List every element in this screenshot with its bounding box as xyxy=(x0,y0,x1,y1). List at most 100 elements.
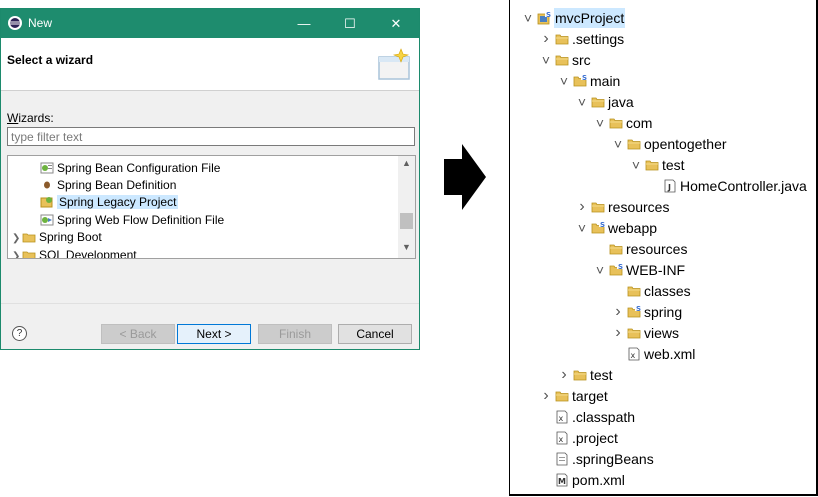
tree-item-label: WEB-INF xyxy=(626,262,686,278)
folder-icon xyxy=(627,328,641,339)
svg-text:S: S xyxy=(600,221,605,229)
wizard-category-spring-boot[interactable]: ❯ Spring Boot xyxy=(12,229,102,246)
wizard-item-spring-web-flow[interactable]: Spring Web Flow Definition File xyxy=(40,212,224,229)
chevron-down-icon[interactable]: ˅ xyxy=(631,157,641,173)
svg-text:S: S xyxy=(582,74,587,82)
tree-item[interactable]: ˅ java xyxy=(510,92,810,112)
wizard-item-label: Spring Boot xyxy=(39,230,102,244)
wizard-list-scrollbar[interactable]: ▲ ▼ xyxy=(398,156,415,258)
cancel-button[interactable]: Cancel xyxy=(338,324,412,344)
chevron-right-icon[interactable]: › xyxy=(615,303,621,320)
chevron-down-icon[interactable]: ˅ xyxy=(595,262,605,278)
dialog-title: New xyxy=(28,16,53,30)
tree-item[interactable]: x.classpath xyxy=(510,407,810,427)
tree-item-label: views xyxy=(644,325,680,341)
folder-icon xyxy=(645,160,659,171)
tree-item-label: webapp xyxy=(608,220,658,236)
wizards-label: Wizards: xyxy=(7,111,54,125)
tree-item-label: .springBeans xyxy=(572,451,654,467)
wizard-category-sql-development[interactable]: ❯ SQL Development xyxy=(12,247,137,259)
chevron-down-icon[interactable]: ˅ xyxy=(595,115,605,131)
scroll-down-icon[interactable]: ▼ xyxy=(402,242,411,252)
close-button[interactable]: ✕ xyxy=(390,16,402,31)
scroll-up-icon[interactable]: ▲ xyxy=(402,158,411,168)
file-icon xyxy=(556,452,568,466)
chevron-down-icon[interactable]: ˅ xyxy=(523,10,533,26)
dialog-titlebar[interactable]: New — ☐ ✕ xyxy=(1,9,419,38)
scroll-thumb[interactable] xyxy=(400,213,413,229)
tree-item-label: test xyxy=(590,367,613,383)
spring-project-icon xyxy=(40,197,53,208)
chevron-down-icon[interactable]: ˅ xyxy=(577,220,587,236)
wizard-item-spring-legacy-project[interactable]: Spring Legacy Project xyxy=(40,194,179,211)
chevron-right-icon[interactable]: › xyxy=(543,30,549,47)
spring-folder-icon: S xyxy=(573,74,587,87)
spring-folder-icon: S xyxy=(609,263,623,276)
svg-text:x: x xyxy=(631,351,636,360)
next-button[interactable]: Next > xyxy=(177,324,251,344)
webflow-icon xyxy=(40,214,54,226)
svg-text:x: x xyxy=(559,414,564,423)
help-icon[interactable]: ? xyxy=(12,326,27,341)
folder-icon xyxy=(573,370,587,381)
chevron-right-icon[interactable]: › xyxy=(579,198,585,215)
tree-item-label: .project xyxy=(572,430,618,446)
wizard-item-label: Spring Bean Configuration File xyxy=(57,161,221,175)
wizard-item-label: SQL Development xyxy=(39,248,137,259)
tree-item[interactable]: ˅com xyxy=(510,113,810,133)
finish-button[interactable]: Finish xyxy=(258,324,332,344)
tree-item[interactable]: .springBeans xyxy=(510,449,810,469)
chevron-down-icon[interactable]: ˅ xyxy=(577,94,587,110)
minimize-button[interactable]: — xyxy=(297,16,311,31)
folder-icon xyxy=(555,391,569,402)
xml-file-icon: x xyxy=(628,347,640,361)
tree-item-label: test xyxy=(662,157,685,173)
folder-icon xyxy=(627,286,641,297)
tree-item-label: main xyxy=(590,73,621,89)
wizard-item-label: Spring Legacy Project xyxy=(57,195,179,209)
wizards-label-text: izards: xyxy=(18,111,54,125)
tree-item[interactable]: › test xyxy=(510,365,810,385)
tree-item[interactable]: resources xyxy=(510,239,810,259)
folder-icon xyxy=(22,233,36,243)
tree-item[interactable]: classes xyxy=(510,281,810,301)
wizards-label-mnemonic: W xyxy=(7,111,19,125)
chevron-down-icon[interactable]: ˅ xyxy=(613,136,623,152)
wizard-header: Select a wizard xyxy=(1,38,419,91)
back-button[interactable]: < Back xyxy=(101,324,175,344)
tree-item[interactable]: ˅ src xyxy=(510,50,810,70)
wizard-item-spring-bean-definition[interactable]: Spring Bean Definition xyxy=(40,177,176,194)
tree-item[interactable]: ›target xyxy=(510,386,810,406)
tree-item[interactable]: ˅ test xyxy=(510,155,810,175)
wizard-list[interactable]: Spring Bean Configuration File Spring Be… xyxy=(7,155,416,259)
tree-item[interactable]: ›resources xyxy=(510,197,810,217)
tree-item[interactable]: ˅opentogether xyxy=(510,134,810,154)
maximize-button[interactable]: ☐ xyxy=(344,16,356,31)
chevron-right-icon[interactable]: › xyxy=(615,324,621,341)
chevron-right-icon[interactable]: ❯ xyxy=(12,233,21,244)
filter-input[interactable] xyxy=(7,127,415,146)
chevron-right-icon[interactable]: ❯ xyxy=(12,251,21,259)
chevron-right-icon[interactable]: › xyxy=(561,366,567,383)
wizard-item-spring-bean-config[interactable]: Spring Bean Configuration File xyxy=(40,160,220,177)
chevron-down-icon[interactable]: ˅ xyxy=(559,73,569,89)
tree-item[interactable]: ›.settings xyxy=(510,29,810,49)
spring-folder-icon: S xyxy=(627,305,641,318)
tree-item-label: java xyxy=(608,94,634,110)
chevron-right-icon[interactable]: › xyxy=(543,387,549,404)
tree-item-label: src xyxy=(572,52,591,68)
svg-text:M: M xyxy=(558,477,566,486)
chevron-down-icon[interactable]: ˅ xyxy=(541,52,551,68)
tree-item[interactable]: x.project xyxy=(510,428,810,448)
tree-item[interactable]: › views xyxy=(510,323,810,343)
maven-file-icon: M xyxy=(556,473,568,487)
